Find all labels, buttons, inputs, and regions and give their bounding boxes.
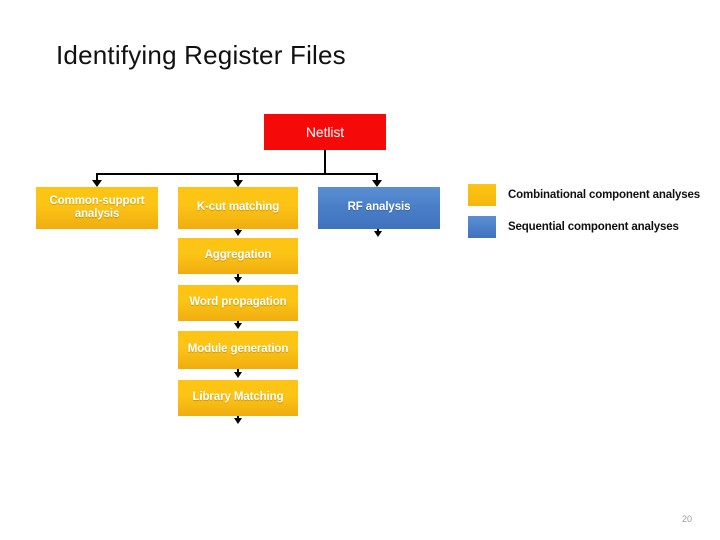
connector-distribution-bus (96, 173, 377, 175)
connector-netlist-to-rf-analysis (376, 173, 378, 182)
flow-node-common-support-analysis[interactable]: Common-support analysis (36, 187, 158, 229)
legend-item-combinational: Combinational component analyses (468, 184, 716, 206)
flow-node-word-propagation[interactable]: Word propagation (178, 285, 298, 321)
flow-node-k-cut-matching[interactable]: K-cut matching (178, 187, 298, 229)
arrow-down-icon (92, 180, 102, 187)
arrow-down-icon (233, 180, 243, 187)
connector-aggregation-to-word-propagation (237, 274, 239, 278)
connector-module-generation-to-library-matching (237, 369, 239, 373)
arrow-down-icon (234, 277, 242, 283)
arrow-down-icon (234, 323, 242, 329)
flow-node-netlist[interactable]: Netlist (264, 114, 386, 150)
flow-node-module-generation[interactable]: Module generation (178, 331, 298, 369)
legend: Combinational component analyses Sequent… (468, 184, 716, 248)
page-number: 20 (681, 514, 692, 524)
legend-label-combinational: Combinational component analyses (508, 189, 701, 201)
arrow-down-icon (234, 418, 242, 424)
flow-node-rf-analysis[interactable]: RF analysis (318, 187, 440, 229)
connector-netlist-trunk (324, 150, 326, 175)
flow-node-library-matching[interactable]: Library Matching (178, 380, 298, 416)
flow-node-aggregation[interactable]: Aggregation (178, 238, 298, 274)
arrow-down-icon (234, 372, 242, 378)
page-title: Identifying Register Files (56, 40, 346, 70)
arrow-down-icon (234, 230, 242, 236)
arrow-down-icon (372, 180, 382, 187)
legend-swatch-combinational-icon (468, 184, 496, 206)
arrow-down-icon (374, 231, 382, 237)
connector-netlist-to-common-support (96, 173, 98, 182)
connector-netlist-to-k-cut (237, 173, 239, 182)
legend-label-sequential: Sequential component analyses (508, 221, 679, 233)
legend-swatch-sequential-icon (468, 216, 496, 238)
legend-item-sequential: Sequential component analyses (468, 216, 716, 238)
